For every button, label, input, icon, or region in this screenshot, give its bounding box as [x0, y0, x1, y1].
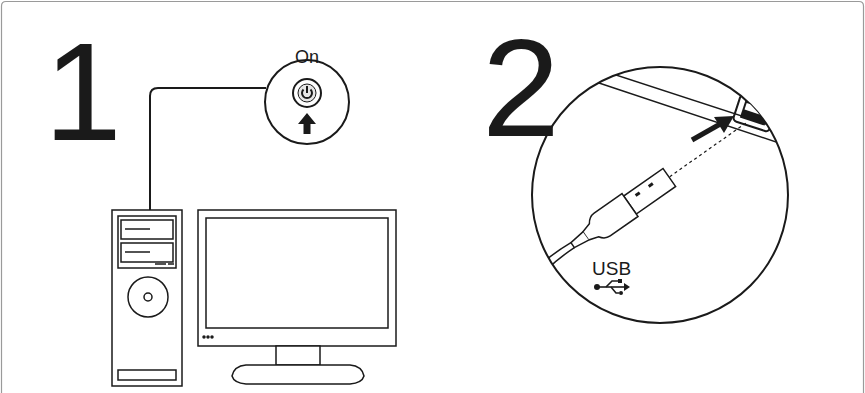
state-label: On — [295, 48, 319, 66]
step-number: 2 — [482, 18, 556, 158]
port-label: USB — [592, 259, 631, 278]
monitor — [198, 210, 396, 384]
step-number: 1 — [44, 22, 118, 162]
power-callout — [265, 60, 349, 144]
computer-tower — [112, 210, 182, 386]
